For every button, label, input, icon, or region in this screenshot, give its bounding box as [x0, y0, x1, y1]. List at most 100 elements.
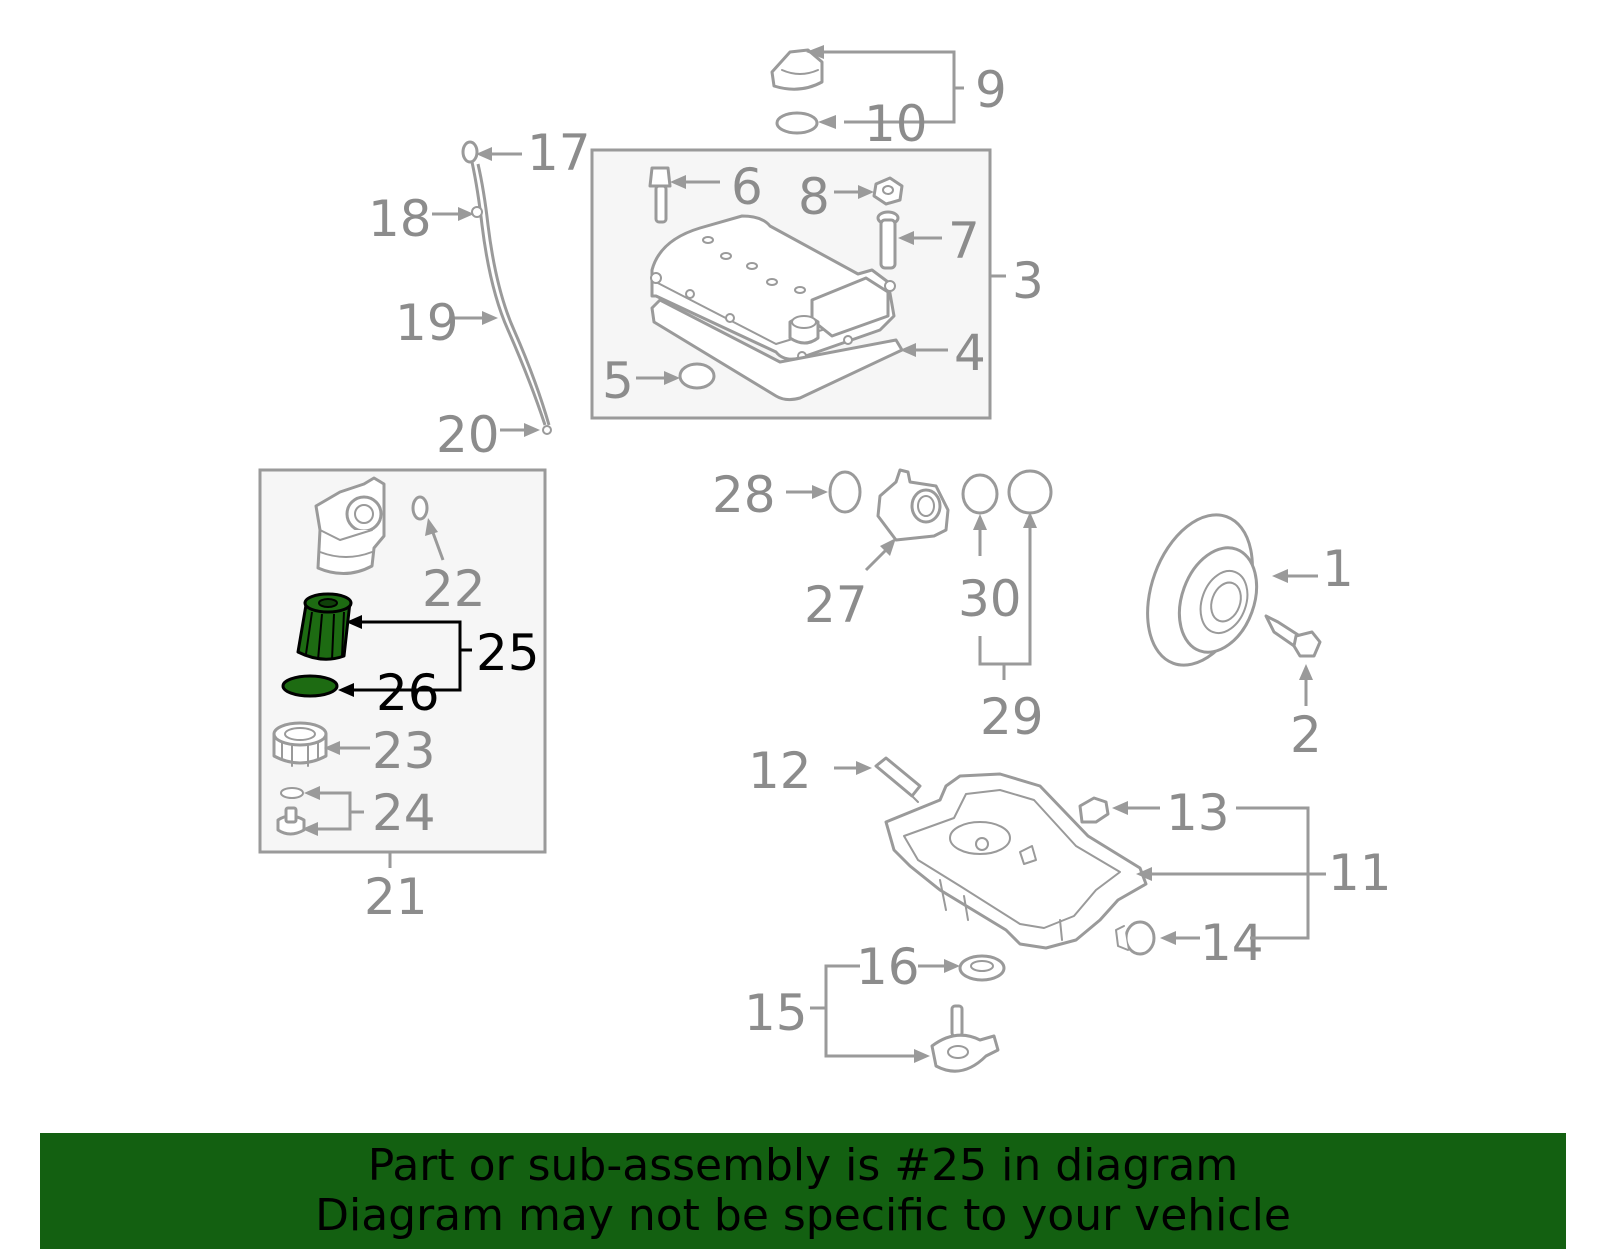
label-12: 12	[748, 742, 812, 800]
info-banner: Part or sub-assembly is #25 in diagram D…	[40, 1133, 1566, 1249]
label-21: 21	[364, 868, 428, 926]
oil-filter-group-box	[258, 468, 547, 854]
arrow-13	[1112, 801, 1128, 815]
label-13: 13	[1166, 784, 1230, 842]
cooler-seal-small[interactable]	[961, 473, 999, 515]
oil-level-sensor-pan[interactable]	[874, 756, 922, 803]
arrow-6	[670, 175, 686, 189]
label-29: 29	[980, 688, 1044, 746]
cap-drain-plug[interactable]	[276, 806, 306, 836]
arrow-25	[346, 615, 362, 629]
label-1: 1	[1322, 540, 1354, 598]
arrow-24a	[304, 786, 320, 800]
leader-24	[314, 791, 364, 831]
arrow-7	[898, 231, 914, 245]
label-16: 16	[856, 938, 920, 996]
label-24: 24	[372, 784, 436, 842]
cooler-o-ring[interactable]	[828, 470, 862, 514]
label-11: 11	[1328, 844, 1392, 902]
arrow-18	[458, 207, 474, 221]
arrow-24b	[302, 822, 318, 836]
arrow-12	[856, 761, 872, 775]
valve-cover-gasket[interactable]	[650, 298, 904, 402]
arrow-14	[1160, 931, 1176, 945]
label-15: 15	[744, 984, 808, 1042]
label-8: 8	[798, 168, 830, 226]
label-10: 10	[864, 95, 928, 153]
label-25: 25	[476, 624, 540, 682]
leader-29	[978, 522, 1032, 680]
arrow-5	[664, 371, 680, 385]
arrow-27	[880, 538, 896, 556]
label-7: 7	[948, 212, 980, 270]
leader-15	[810, 964, 918, 1058]
leader-9	[822, 50, 964, 124]
sensor-seal-inner	[970, 960, 994, 972]
valve-cover[interactable]	[650, 214, 896, 361]
filler-cap-seal[interactable]	[775, 111, 819, 135]
label-6: 6	[731, 158, 763, 216]
cooler-seal-large[interactable]	[1007, 469, 1053, 515]
arrow-22	[425, 518, 438, 536]
arrow-2	[1299, 664, 1313, 680]
arrow-26	[338, 683, 354, 697]
arrow-29	[1023, 512, 1037, 528]
label-18: 18	[368, 190, 432, 248]
cover-stud[interactable]	[876, 210, 900, 270]
arrow-30	[973, 514, 987, 530]
label-17: 17	[527, 124, 591, 182]
arrow-19	[482, 311, 498, 325]
label-4: 4	[954, 324, 986, 382]
arrow-8	[858, 185, 874, 199]
label-3: 3	[1012, 252, 1044, 310]
arrow-9	[806, 45, 824, 59]
cover-bolt[interactable]	[648, 166, 672, 224]
oil-cooler-adapter[interactable]	[876, 468, 950, 542]
label-5: 5	[602, 352, 634, 410]
label-14: 14	[1200, 914, 1264, 972]
arrow-10	[818, 115, 836, 129]
arrow-23	[324, 741, 340, 755]
arrow-15	[914, 1049, 930, 1063]
label-9: 9	[975, 61, 1007, 119]
oil-filler-cap[interactable]	[770, 48, 824, 91]
oil-pan[interactable]	[884, 772, 1148, 950]
spark-plug-tube-seal[interactable]	[678, 362, 716, 390]
label-28: 28	[712, 466, 776, 524]
arrow-1	[1272, 569, 1288, 583]
label-19: 19	[395, 294, 459, 352]
label-27: 27	[804, 576, 868, 634]
oil-filter-element[interactable]	[296, 592, 353, 661]
arrow-17	[476, 147, 492, 161]
arrow-28	[812, 485, 828, 499]
leader-27	[864, 546, 890, 572]
arrow-11	[1136, 867, 1152, 881]
housing-o-ring[interactable]	[411, 495, 429, 521]
banner-line-2: Diagram may not be specific to your vehi…	[315, 1190, 1291, 1241]
label-20: 20	[436, 406, 500, 464]
oil-filter-housing[interactable]	[314, 476, 386, 575]
filter-o-ring[interactable]	[281, 674, 339, 698]
label-22: 22	[422, 560, 486, 618]
banner-line-1: Part or sub-assembly is #25 in diagram	[367, 1140, 1239, 1191]
dipstick[interactable]	[461, 140, 552, 435]
oil-pan-clip[interactable]	[1078, 796, 1110, 824]
leader-25	[350, 620, 472, 692]
arrow-20	[524, 423, 540, 437]
pulley-bolt[interactable]	[1264, 614, 1322, 658]
label-30: 30	[958, 570, 1022, 628]
crankshaft-pulley[interactable]	[1128, 500, 1272, 679]
leader-22	[430, 529, 445, 561]
cover-nut[interactable]	[872, 176, 904, 206]
arrow-4	[900, 343, 916, 357]
oil-level-sensor[interactable]	[930, 1004, 1000, 1073]
leader-11	[1148, 806, 1326, 940]
arrow-16	[944, 959, 960, 973]
oil-filter-cap[interactable]	[272, 721, 328, 767]
drain-plug-seal[interactable]	[280, 787, 304, 799]
label-23: 23	[372, 722, 436, 780]
label-2: 2	[1290, 706, 1322, 764]
label-26: 26	[376, 664, 440, 722]
drain-plug[interactable]	[1115, 920, 1156, 956]
